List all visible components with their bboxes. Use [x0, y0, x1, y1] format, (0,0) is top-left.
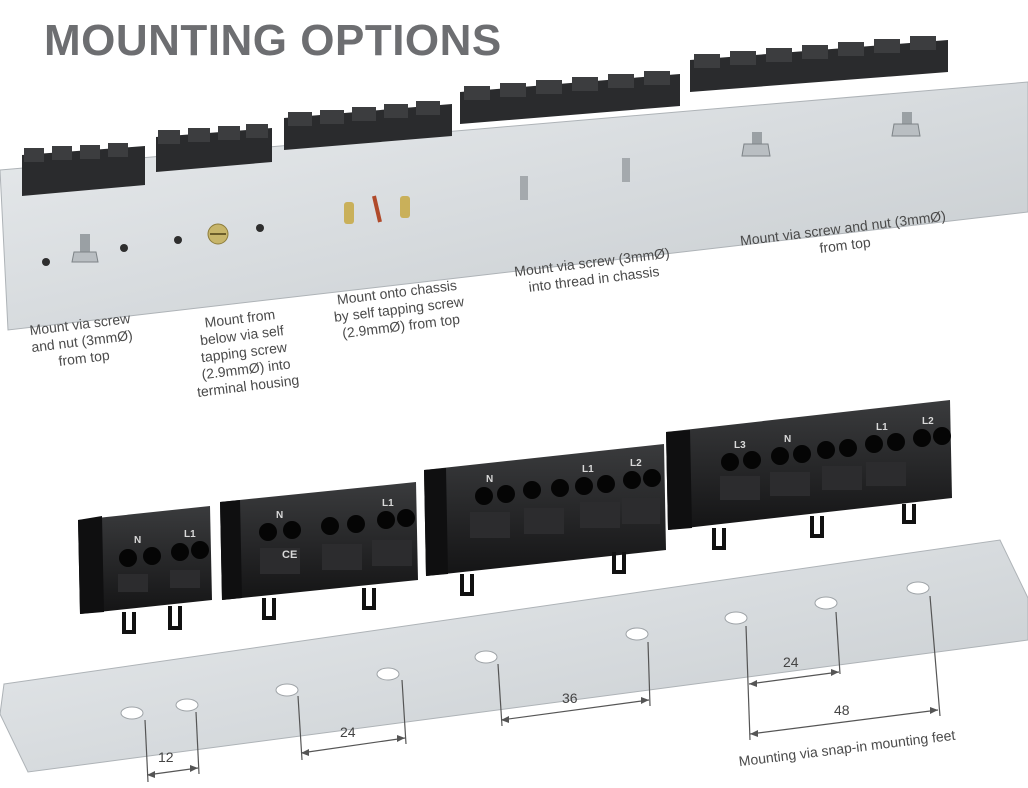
top-terminal-block-3 — [284, 101, 452, 150]
label-l1-b: L1 — [382, 498, 394, 509]
top-terminal-block-5 — [690, 36, 948, 92]
dimension-24-left: 24 — [340, 724, 356, 740]
self-tapping-screw-below — [174, 223, 264, 245]
caption-self-tapping-below: Mount from below via self tapping screw … — [196, 306, 301, 400]
label-l3-d: L3 — [734, 440, 746, 451]
dimension-48: 48 — [834, 702, 850, 718]
label-n-b: N — [276, 510, 283, 521]
screw-thread-chassis — [520, 158, 630, 200]
top-terminal-block-1 — [22, 143, 145, 196]
terminal-block-b — [220, 482, 418, 620]
label-n-a: N — [134, 535, 141, 546]
label-l1-a: L1 — [184, 529, 196, 540]
dimension-12: 12 — [158, 749, 174, 765]
top-terminal-block-4 — [460, 71, 680, 124]
screw-nut-1 — [42, 234, 128, 266]
label-ce: CE — [282, 549, 297, 561]
terminal-block-d — [666, 400, 952, 550]
terminal-block-c — [424, 444, 666, 596]
self-tapping-screw-top — [344, 195, 410, 224]
dimension-36: 36 — [562, 690, 578, 706]
label-l2-c: L2 — [630, 458, 642, 469]
screw-nut-2 — [741, 112, 921, 157]
label-l1-d: L1 — [876, 422, 888, 433]
top-terminal-block-2 — [156, 124, 272, 172]
dimension-arrows — [147, 669, 938, 778]
label-n-d: N — [784, 434, 791, 445]
top-mounting-plate — [0, 81, 1028, 331]
dimension-lines — [144, 595, 941, 783]
page-title: MOUNTING OPTIONS — [44, 16, 502, 65]
label-l1-c: L1 — [582, 464, 594, 475]
dimension-24-right: 24 — [783, 654, 799, 670]
terminal-block-a — [78, 506, 212, 634]
label-l2-d: L2 — [922, 416, 934, 427]
bottom-mounting-rail — [0, 539, 1028, 773]
label-n-c: N — [486, 474, 493, 485]
